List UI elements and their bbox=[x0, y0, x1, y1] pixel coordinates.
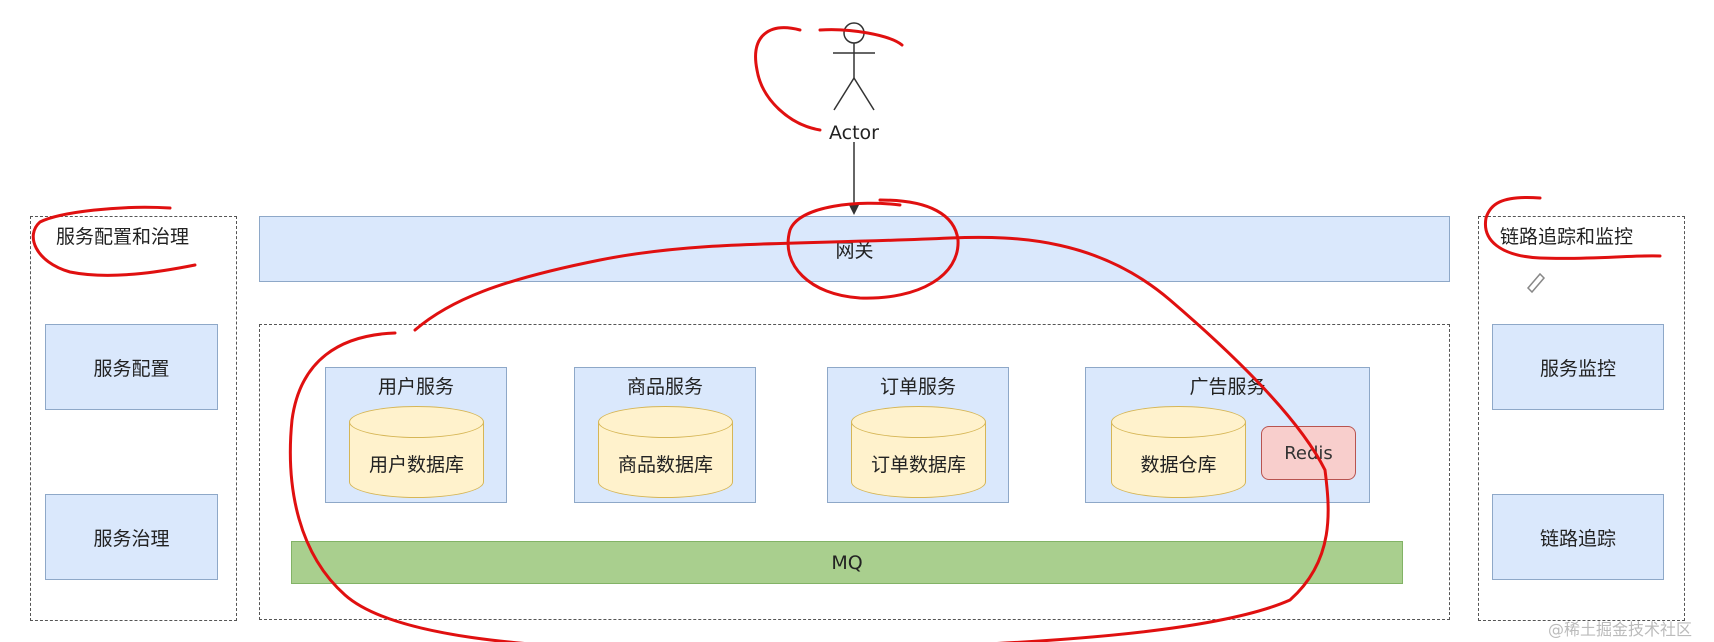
pencil-icon bbox=[1526, 272, 1546, 294]
left-group-title: 服务配置和治理 bbox=[56, 226, 190, 248]
actor-right-leg bbox=[853, 77, 875, 111]
order-db-cylinder[interactable]: 订单数据库 bbox=[851, 406, 986, 498]
actor-label: Actor bbox=[829, 122, 879, 144]
services-container bbox=[259, 324, 1450, 620]
gateway-circle-annotation bbox=[786, 198, 960, 300]
actor-circle-annotation bbox=[754, 26, 904, 132]
watermark: @稀土掘金技术社区 bbox=[1548, 620, 1693, 639]
user-db-label: 用户数据库 bbox=[368, 454, 464, 476]
services-loop-annotation bbox=[288, 235, 1330, 642]
user-service-title: 用户服务 bbox=[377, 376, 454, 398]
right-group-container bbox=[1478, 216, 1685, 621]
order-service-box[interactable]: 订单服务 订单数据库 bbox=[827, 367, 1009, 503]
left-title-annotation bbox=[31, 205, 197, 277]
product-db-label: 商品数据库 bbox=[617, 454, 713, 476]
user-service-box[interactable]: 用户服务 用户数据库 bbox=[325, 367, 507, 503]
gateway-box[interactable]: 网关 bbox=[259, 216, 1450, 282]
ad-service-title: 广告服务 bbox=[1189, 376, 1266, 398]
actor-left-leg bbox=[833, 77, 855, 111]
trace-box[interactable]: 链路追踪 bbox=[1492, 494, 1664, 580]
data-warehouse-cylinder[interactable]: 数据仓库 bbox=[1111, 406, 1246, 498]
service-config-box[interactable]: 服务配置 bbox=[45, 324, 218, 410]
order-service-title: 订单服务 bbox=[879, 376, 956, 398]
product-service-title: 商品服务 bbox=[626, 376, 703, 398]
order-db-label: 订单数据库 bbox=[870, 454, 966, 476]
arrow-head bbox=[849, 205, 859, 215]
left-group-container bbox=[30, 216, 237, 621]
product-db-cylinder[interactable]: 商品数据库 bbox=[598, 406, 733, 498]
service-monitor-box[interactable]: 服务监控 bbox=[1492, 324, 1664, 410]
service-governance-box[interactable]: 服务治理 bbox=[45, 494, 218, 580]
data-warehouse-label: 数据仓库 bbox=[1140, 454, 1217, 476]
ad-service-box[interactable]: 广告服务 数据仓库 Redis bbox=[1085, 367, 1370, 503]
right-title-annotation bbox=[1483, 195, 1662, 260]
product-service-box[interactable]: 商品服务 商品数据库 bbox=[574, 367, 756, 503]
redis-box[interactable]: Redis bbox=[1261, 426, 1356, 480]
mq-bar[interactable]: MQ bbox=[291, 541, 1403, 584]
user-db-cylinder[interactable]: 用户数据库 bbox=[349, 406, 484, 498]
right-group-title: 链路追踪和监控 bbox=[1500, 226, 1634, 248]
